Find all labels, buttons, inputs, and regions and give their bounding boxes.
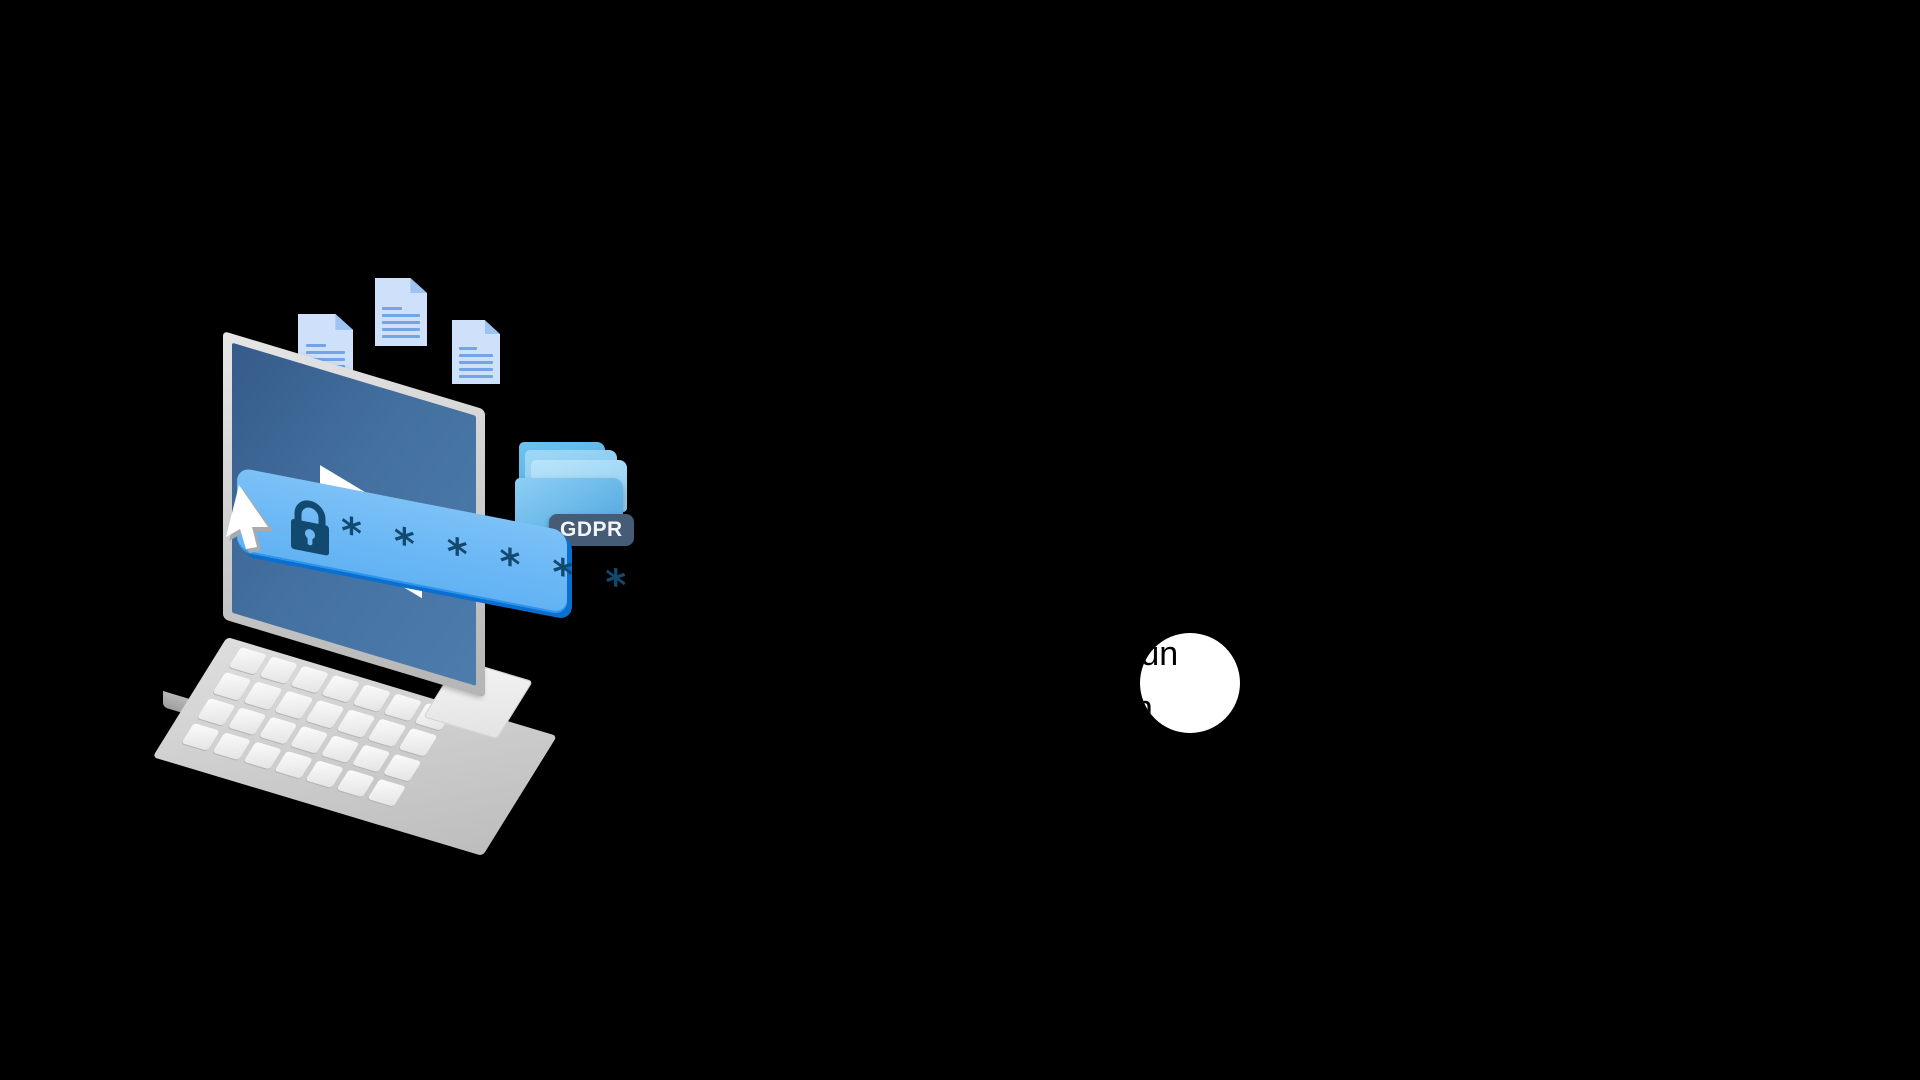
document-text-lines bbox=[458, 346, 494, 382]
password-field-surface[interactable]: * * * * * * bbox=[237, 467, 635, 616]
caption-line-1: e l'un bbox=[1140, 635, 1179, 673]
password-field[interactable]: * * * * * * bbox=[237, 467, 635, 621]
caption-circle: e l'un con bbox=[1140, 633, 1240, 733]
lock-icon bbox=[291, 500, 329, 556]
cursor-arrow-icon bbox=[226, 485, 273, 553]
caption-text: e l'un con bbox=[1140, 633, 1240, 733]
document-icon bbox=[452, 320, 500, 384]
document-text-lines bbox=[382, 306, 420, 342]
gdpr-illustration: GDPR * * * * * * bbox=[152, 275, 715, 856]
document-icon bbox=[375, 278, 427, 346]
gdpr-folder: GDPR bbox=[515, 440, 634, 550]
caption-line-2: con bbox=[1140, 689, 1153, 727]
